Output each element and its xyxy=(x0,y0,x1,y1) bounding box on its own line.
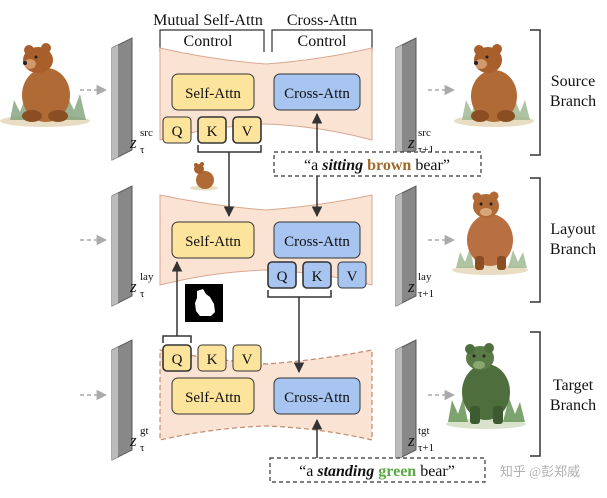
target-prompt-color: green xyxy=(378,463,416,480)
source-self-attn-block xyxy=(171,73,255,111)
target-unet xyxy=(159,349,373,441)
mutual-bracket xyxy=(159,29,265,52)
source-prompt-prefix: “a xyxy=(304,157,322,174)
source-output-bear-icon xyxy=(454,44,534,127)
target-brace xyxy=(530,331,541,457)
source-input-bear-icon xyxy=(0,43,90,127)
source-q-box xyxy=(162,116,192,144)
source-cross-attn-label: Cross-Attn xyxy=(284,86,350,102)
cross-bracket xyxy=(271,29,373,52)
target-branch-label-2: Branch xyxy=(550,397,596,414)
source-latent-in xyxy=(111,37,133,161)
svg-text:τ: τ xyxy=(140,442,145,454)
target-cross-attn-label: Cross-Attn xyxy=(284,390,350,406)
layout-self-attn-label: Self-Attn xyxy=(185,234,241,250)
layout-z-in: z lay τ xyxy=(129,271,154,300)
source-v-label: V xyxy=(242,124,253,140)
layout-cross-attn-block xyxy=(273,221,361,259)
target-prompt-verb: standing xyxy=(316,463,374,480)
target-prompt-text: “a standing green bear” xyxy=(299,463,455,480)
target-q-bracket xyxy=(162,335,192,343)
layout-q-label: Q xyxy=(277,269,288,285)
layout-output-bear-icon xyxy=(452,191,528,275)
target-self-attn-label: Self-Attn xyxy=(185,390,241,406)
target-prompt-suffix: bear” xyxy=(416,463,455,480)
source-branch-label-2: Branch xyxy=(550,93,596,110)
target-k-box xyxy=(197,344,227,372)
target-q-label: Q xyxy=(172,352,183,368)
source-cross-attn-block xyxy=(273,73,361,111)
svg-text:z: z xyxy=(407,133,415,152)
target-output-bear-icon xyxy=(446,343,526,429)
layout-latent-in xyxy=(111,185,133,307)
mutual-self-attn-control: Control xyxy=(184,33,233,50)
target-k-label: K xyxy=(207,352,218,368)
layout-k-label: K xyxy=(312,269,323,285)
target-v-box xyxy=(232,344,262,372)
target-q-box xyxy=(162,344,192,372)
source-q-label: Q xyxy=(172,124,183,140)
target-self-attn-block xyxy=(171,377,255,415)
layout-small-bear-icon xyxy=(190,162,218,191)
layout-brace xyxy=(530,177,541,303)
watermark: 知乎 @彭郑威 xyxy=(500,464,580,479)
svg-text:z: z xyxy=(129,431,137,450)
target-latent-in xyxy=(111,339,133,461)
layout-cross-attn-label: Cross-Attn xyxy=(284,234,350,250)
svg-text:z: z xyxy=(129,277,137,296)
mutual-self-attn-title: Mutual Self-Attn xyxy=(153,12,263,29)
target-latent-out xyxy=(395,339,417,461)
source-prompt-verb: sitting xyxy=(321,157,363,174)
svg-text:z: z xyxy=(129,133,137,152)
layout-k-box xyxy=(302,261,332,289)
source-v-box xyxy=(232,116,262,144)
source-prompt-text: “a sitting brown bear” xyxy=(304,157,450,174)
cross-attn-control: Control xyxy=(298,33,347,50)
svg-text:lay: lay xyxy=(140,271,154,283)
layout-z-out: z lay τ+1 xyxy=(407,271,434,300)
target-branch-label-1: Target xyxy=(553,377,594,394)
svg-text:z: z xyxy=(407,431,415,450)
layout-v-box xyxy=(337,261,367,289)
source-prompt-suffix: bear” xyxy=(411,157,450,174)
layout-q-box xyxy=(267,261,297,289)
svg-text:gt: gt xyxy=(140,425,149,437)
source-z-in: z src τ xyxy=(129,127,153,156)
source-latent-out xyxy=(395,37,417,161)
layout-mask-image xyxy=(185,284,223,322)
source-k-box xyxy=(197,116,227,144)
layout-branch-label-2: Branch xyxy=(550,241,596,258)
layout-qk-bracket xyxy=(267,290,332,298)
svg-text:src: src xyxy=(418,127,431,139)
layout-v-label: V xyxy=(347,269,358,285)
source-k-label: K xyxy=(207,124,218,140)
svg-text:τ+1: τ+1 xyxy=(418,288,434,300)
target-cross-attn-block xyxy=(273,377,361,415)
svg-text:z: z xyxy=(407,277,415,296)
layout-latent-out xyxy=(395,185,417,307)
layout-self-attn-block xyxy=(171,221,255,259)
source-kv-bracket xyxy=(197,145,262,153)
svg-text:src: src xyxy=(140,127,153,139)
svg-text:tgt: tgt xyxy=(418,425,430,437)
svg-text:τ: τ xyxy=(140,288,145,300)
target-v-label: V xyxy=(242,352,253,368)
source-self-attn-label: Self-Attn xyxy=(185,86,241,102)
cross-attn-title: Cross-Attn xyxy=(287,12,357,29)
target-z-out: z tgt τ+1 xyxy=(407,425,434,454)
source-prompt-color: brown xyxy=(367,157,411,174)
svg-text:τ: τ xyxy=(140,144,145,156)
target-prompt-box xyxy=(269,457,486,483)
source-prompt-box xyxy=(273,151,482,177)
svg-text:τ+1: τ+1 xyxy=(418,442,434,454)
target-prompt-prefix: “a xyxy=(299,463,317,480)
target-z-in: z gt τ xyxy=(129,425,149,454)
source-branch-label-1: Source xyxy=(551,73,595,90)
layout-branch-label-1: Layout xyxy=(550,221,596,238)
source-brace xyxy=(530,29,541,156)
svg-text:lay: lay xyxy=(418,271,432,283)
